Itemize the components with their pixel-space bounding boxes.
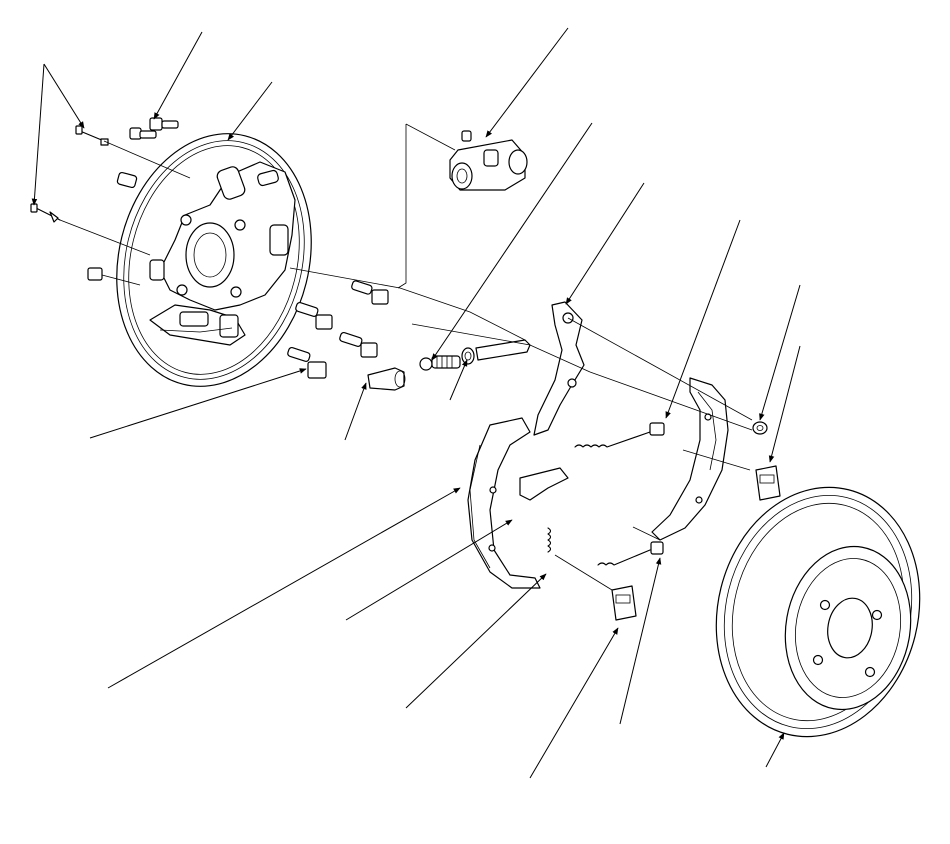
hold-down-clip-left bbox=[611, 585, 637, 621]
hold-down-pin-lower bbox=[30, 203, 61, 223]
brake-shoe-right bbox=[651, 377, 729, 541]
hold-down-clip-right bbox=[755, 465, 781, 501]
adjuster-strut bbox=[475, 339, 531, 361]
mounting-bolt-2 bbox=[339, 331, 378, 358]
bleeder-cap bbox=[116, 171, 138, 189]
callout-leaders bbox=[31, 27, 801, 779]
hold-down-pin-upper bbox=[75, 125, 109, 146]
backing-plate bbox=[116, 133, 312, 387]
nut-lower bbox=[87, 267, 103, 281]
adjuster-socket bbox=[367, 367, 406, 391]
adjuster-bolt bbox=[419, 355, 461, 371]
wheel-cylinder-bolt bbox=[351, 280, 389, 305]
mounting-bolt-1 bbox=[295, 301, 333, 330]
adjuster-spring bbox=[547, 527, 552, 553]
brake-drum bbox=[715, 486, 921, 738]
adjuster-lever bbox=[519, 467, 569, 501]
hold-down-spring bbox=[752, 421, 768, 435]
brake-shoe-left bbox=[467, 417, 541, 589]
upper-return-spring bbox=[574, 422, 665, 448]
bolt-upper bbox=[129, 117, 179, 140]
parking-brake-lever bbox=[533, 301, 585, 436]
wheel-cylinder bbox=[449, 130, 528, 191]
mounting-bolt-3 bbox=[287, 346, 327, 379]
lower-return-spring bbox=[597, 541, 664, 566]
adjuster-washer bbox=[461, 347, 475, 365]
